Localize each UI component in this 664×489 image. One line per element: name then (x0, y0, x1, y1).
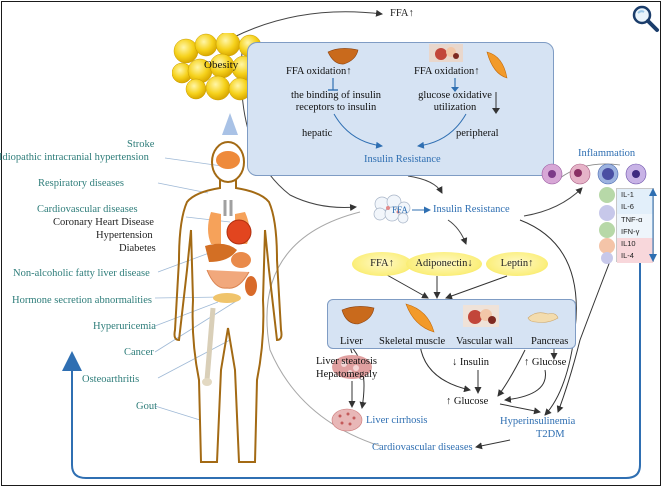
cytokine-tnf: TNF-α (617, 213, 653, 226)
glucose-up-right: ↑ Glucose (524, 357, 567, 368)
cytokine-il4: IL-4 (617, 250, 653, 263)
disease-stroke: Stroke (127, 139, 155, 150)
factor-adiponectin: Adiponectin↓ (406, 252, 482, 276)
ffa-top-label: FFA↑ (390, 8, 414, 19)
factor-leptin: Leptin↑ (486, 252, 548, 276)
disease-hyperuricemia: Hyperuricemia (93, 321, 156, 332)
steatosis-liver-image (332, 355, 372, 379)
hepatic-oxidation: FFA oxidation↑ (286, 66, 352, 77)
ffa-cell-cluster (373, 194, 411, 224)
hepatomegaly: Hepatomegaly (316, 369, 378, 380)
arrow-ir-factors (447, 219, 468, 245)
insulin-down: ↓ Insulin (452, 357, 490, 368)
arrow-obesity-ffa (231, 9, 383, 39)
box-converge-arrows (333, 113, 467, 149)
factor-ffa: FFA↑ (352, 252, 412, 276)
disease-respiratory: Respiratory diseases (38, 178, 125, 189)
hyperinsulinemia: Hyperinsulinemia (500, 416, 576, 427)
inflammation-title: Inflammation (578, 148, 636, 159)
mechanism-result: Insulin Resistance (364, 154, 441, 165)
cytokine-il6: IL-6 (617, 201, 653, 214)
cytokine-list: IL-1 IL-6 TNF-α IFN-γ IL10 IL-4 (616, 188, 654, 263)
feedback-loop (62, 255, 641, 479)
hepatic-label: hepatic (302, 128, 333, 139)
pancreas-icon (527, 312, 559, 323)
disease-osteoarthritis: Osteoarthritis (82, 374, 140, 385)
liver-icon (341, 306, 375, 325)
cirrhosis-liver-image (331, 408, 363, 432)
hepatic-effect-line1: the binding of insulin (290, 90, 382, 101)
skeletal-muscle-icon (405, 303, 435, 333)
peripheral-oxidation: FFA oxidation↑ (414, 66, 480, 77)
peripheral-tissue-image (429, 44, 463, 62)
t2dm: T2DM (536, 429, 565, 440)
cardiovascular-outcome: Cardiovascular diseases (372, 442, 473, 453)
insulin-resistance-center: Insulin Resistance (433, 204, 510, 215)
peripheral-effect-line2: utilization (433, 102, 477, 113)
organ-vascular-wall: Vascular wall (456, 336, 513, 347)
disease-diabetes: Diabetes (119, 243, 156, 254)
vascular-wall-image (463, 305, 499, 327)
hepatic-effect-line2: receptors to insulin (295, 102, 377, 113)
magnifier-icon[interactable] (630, 3, 660, 33)
disease-cardiovascular: Cardiovascular diseases (37, 204, 138, 215)
intestine-icon (206, 269, 250, 289)
liver-steatosis: Liver steatosis (316, 356, 377, 367)
cytokine-il1: IL-1 (617, 189, 653, 202)
obesity-label: Obesity (204, 59, 239, 71)
cytokine-direction-arrow (649, 188, 657, 262)
femur-icon (204, 307, 216, 381)
disease-gout: Gout (136, 401, 157, 412)
disease-nafld: Non-alcoholic fatty liver disease (13, 268, 150, 279)
hepatic-liver-icon (327, 48, 359, 65)
stomach-icon (231, 252, 251, 268)
disease-cancer: Cancer (124, 347, 154, 358)
peripheral-muscle-icon (486, 51, 508, 79)
disease-coronary: Coronary Heart Disease (53, 217, 154, 228)
airway-icon (223, 200, 233, 216)
organ-liver: Liver (340, 336, 363, 347)
disease-idiopathic: Idiopathic intracranial hypertension (0, 152, 149, 163)
peripheral-effect-line1: glucose oxidative (418, 90, 492, 101)
peripheral-down-arrow (451, 78, 459, 92)
arrow-ir-inflammation (523, 187, 583, 217)
liver-body-icon (205, 243, 237, 262)
brain-icon (216, 151, 240, 169)
peripheral-down-arrow-2 (492, 92, 500, 114)
obesity-body-arrow (222, 113, 238, 135)
disease-hypertension: Hypertension (96, 230, 153, 241)
disease-hormone: Hormone secretion abnormalities (12, 295, 152, 306)
organ-pancreas: Pancreas (531, 336, 569, 347)
kidney-icon (245, 276, 257, 296)
knee-icon (202, 378, 212, 386)
liver-cirrhosis: Liver cirrhosis (366, 415, 428, 426)
glucose-up-center: ↑ Glucose (446, 396, 489, 407)
human-body-figure (173, 141, 283, 463)
peripheral-label: peripheral (456, 128, 499, 139)
cytokine-il10: IL10 (617, 238, 653, 251)
heart-icon (226, 219, 252, 245)
inhibit-symbol (328, 78, 338, 91)
immune-cells (541, 163, 647, 185)
organ-skeletal-muscle: Skeletal muscle (379, 336, 446, 347)
mechanism-box (247, 42, 554, 176)
cytokine-cells (599, 187, 615, 264)
ffa-cluster-label: FFA (392, 205, 408, 215)
arrow-box-cluster (407, 175, 443, 194)
cytokine-ifn: IFN-γ (617, 225, 653, 239)
